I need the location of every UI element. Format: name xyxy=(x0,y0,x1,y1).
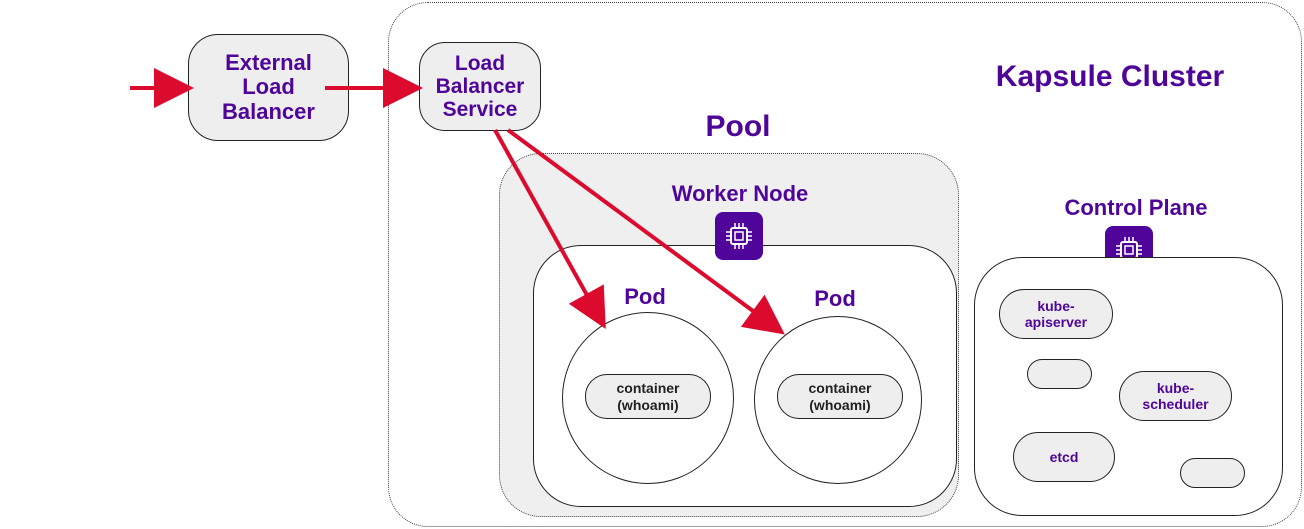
lb-service-label-2: Balancer xyxy=(435,74,525,98)
external-lb-label-3: Balancer xyxy=(222,98,315,124)
empty-node-1 xyxy=(1027,359,1092,389)
empty-node-2 xyxy=(1180,458,1245,488)
kube-apiserver-node: kube- apiserver xyxy=(999,289,1113,339)
arrow-service-to-pod-1 xyxy=(493,129,606,329)
external-load-balancer: External Load Balancer xyxy=(188,34,349,141)
pod-1-container-label-2: (whoami) xyxy=(617,396,679,413)
etcd-label: etcd xyxy=(1049,448,1079,465)
pod-1-container: container (whoami) xyxy=(585,374,711,419)
pool-title: Pool xyxy=(705,110,771,143)
lb-service-label-3: Service xyxy=(442,98,518,122)
cluster-title: Kapsule Cluster xyxy=(995,60,1225,93)
pod-2-title: Pod xyxy=(814,286,856,311)
control-plane-title: Control Plane xyxy=(1064,195,1208,220)
external-lb-label-1: External xyxy=(225,50,312,76)
kapsule-cluster-box xyxy=(388,2,1302,527)
lb-service-label-1: Load xyxy=(454,51,506,75)
worker-node-title: Worker Node xyxy=(671,181,809,206)
cpu-chip-icon xyxy=(715,212,763,260)
pod-1-title: Pod xyxy=(624,284,666,309)
load-balancer-service: Load Balancer Service xyxy=(419,42,541,131)
apiserver-label-1: kube- xyxy=(1037,297,1075,314)
apiserver-label-2: apiserver xyxy=(1024,314,1088,330)
external-lb-label-2: Load xyxy=(242,74,295,100)
scheduler-label-2: scheduler xyxy=(1142,396,1209,412)
pod-1-container-label-1: container xyxy=(616,380,680,397)
etcd-node: etcd xyxy=(1013,432,1115,482)
scheduler-label-1: kube- xyxy=(1156,379,1195,396)
pod-2-container-label-1: container xyxy=(808,380,872,397)
pod-2-container: container (whoami) xyxy=(777,374,903,419)
kube-scheduler-node: kube- scheduler xyxy=(1119,371,1232,421)
arrow-service-to-pod-2 xyxy=(506,128,785,335)
pod-2-container-label-2: (whoami) xyxy=(809,396,871,413)
